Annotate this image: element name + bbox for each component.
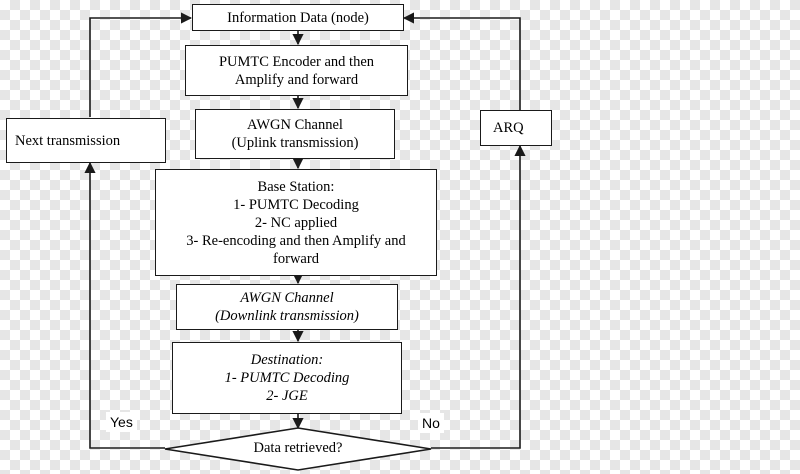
dest-line-2: 1- PUMTC Decoding [224, 370, 350, 386]
next-transmission-text: Next transmission [15, 132, 121, 149]
awgn-down-line-2: (Downlink transmission) [215, 308, 359, 324]
awgn-down-line-1: AWGN Channel [240, 290, 334, 306]
destination-box: Destination: 1- PUMTC Decoding 2- JGE [172, 342, 402, 414]
awgn-up-line-2: (Uplink transmission) [231, 135, 359, 151]
information-data-text: Information Data (node) [227, 9, 369, 26]
yes-label: Yes [106, 412, 137, 432]
arq-box: ARQ [480, 110, 552, 146]
base-line-1: Base Station: [257, 178, 335, 195]
dest-line-1: Destination: [250, 352, 324, 368]
next-transmission-box: Next transmission [6, 118, 166, 163]
base-line-4: 3- Re-encoding and then Amplify and [186, 232, 406, 249]
decision-diamond [164, 427, 432, 471]
awgn-uplink-box: AWGN Channel (Uplink transmission) [195, 109, 395, 159]
arq-text: ARQ [493, 120, 524, 136]
information-data-node: Information Data (node) [192, 4, 404, 31]
no-path [431, 144, 526, 449]
awgn-up-line-1: AWGN Channel [247, 117, 343, 133]
base-line-3: 2- NC applied [254, 214, 338, 231]
encoder-line-1: PUMTC Encoder and then [218, 53, 375, 70]
awgn-downlink-box: AWGN Channel (Downlink transmission) [176, 284, 398, 330]
pumtc-encoder-box: PUMTC Encoder and then Amplify and forwa… [185, 45, 408, 96]
base-station-box: Base Station: 1- PUMTC Decoding 2- NC ap… [155, 169, 437, 276]
base-line-5: forward [273, 250, 319, 267]
decision-text: Data retrieved? [253, 440, 343, 456]
arq-to-info-path [402, 12, 521, 110]
next-to-info-path [89, 12, 193, 117]
base-line-2: 1- PUMTC Decoding [233, 196, 359, 213]
dest-line-3: 2- JGE [266, 388, 308, 404]
yes-path [84, 161, 165, 449]
encoder-line-2: Amplify and forward [234, 71, 359, 88]
no-label: No [418, 413, 444, 433]
